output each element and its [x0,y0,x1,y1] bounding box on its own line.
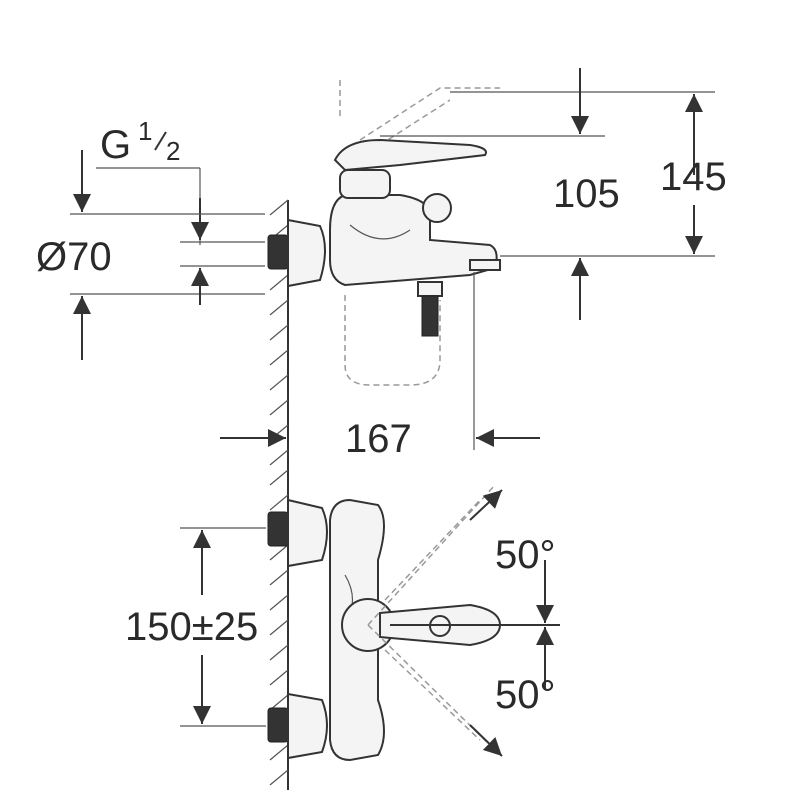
wall-connector [267,218,326,288]
angle-sweep: 50° 50° [367,484,556,757]
top-view: 50° 50° 150±25 [125,468,560,790]
thread-fraction-numerator: 1 [138,116,152,146]
angle-up-value: 50° [495,533,556,577]
spacing-value: 150±25 [125,605,258,649]
projection-dimension: 167 [220,272,540,461]
angle-down-value: 50° [495,673,556,717]
diameter-value: Ø70 [36,235,112,279]
side-view: G 1 2 Ø70 105 [36,68,727,470]
wall-connectors-top [267,498,328,760]
height-145-value: 145 [660,155,727,199]
diameter-dimension: Ø70 [36,150,265,360]
hose-connector [417,281,443,337]
lever-top [341,598,560,652]
height-dimensions: 105 145 [380,68,727,320]
thread-letter: G [100,123,131,167]
thread-label: G 1 2 [96,116,209,245]
height-105-value: 105 [553,172,620,216]
thread-fraction-denominator: 2 [166,136,180,166]
mixer-body [329,138,501,287]
spacing-dimension: 150±25 [125,527,266,727]
projection-value: 167 [345,417,412,461]
